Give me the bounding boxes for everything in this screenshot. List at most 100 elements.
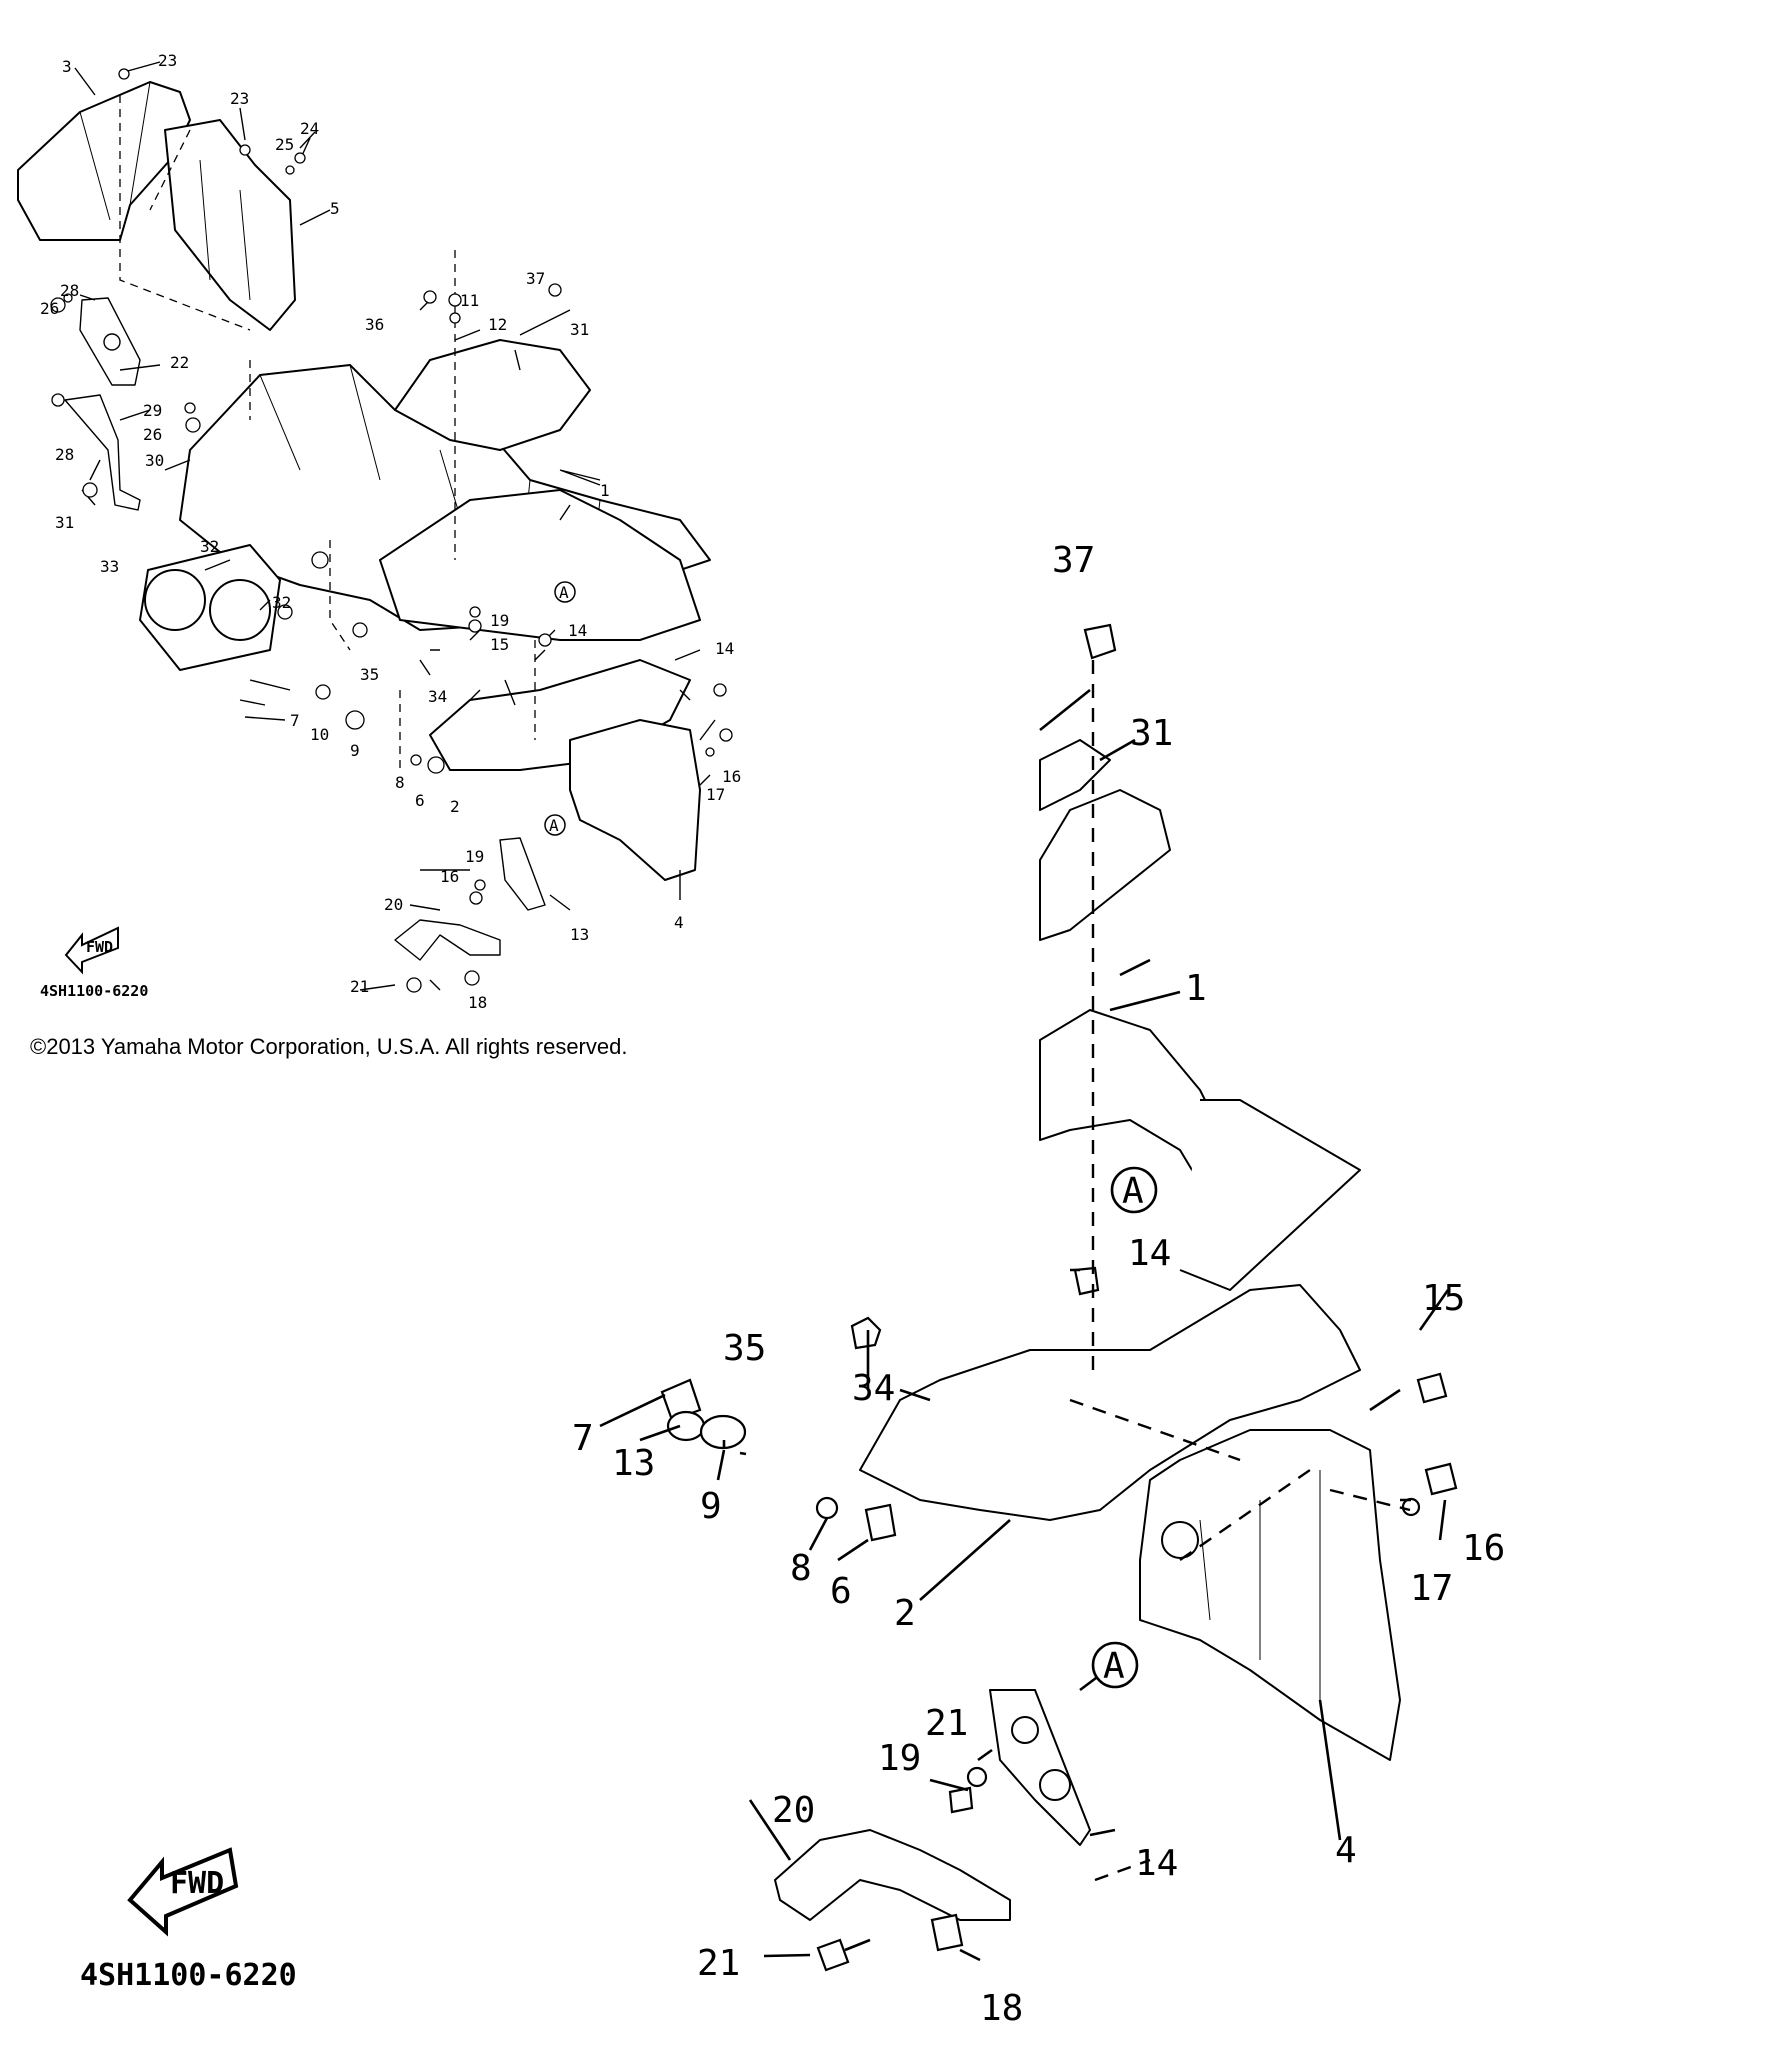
detail-part-20-bracket bbox=[774, 1829, 1011, 1921]
part-3-cover bbox=[17, 81, 191, 241]
callout-37: 37 bbox=[526, 269, 545, 288]
detail-callouts: 37 31 1 14 15 35 34 7 13 9 16 17 8 6 2 2… bbox=[572, 540, 1505, 2029]
callout-9: 9 bbox=[350, 741, 360, 760]
fender-top bbox=[394, 339, 591, 451]
fwd-label-large: FWD bbox=[170, 1866, 224, 1901]
callout-22: 22 bbox=[170, 353, 189, 372]
ref-a-detail-2: A bbox=[1091, 1641, 1139, 1689]
overview-diagram: FWD A bbox=[17, 51, 741, 1012]
detail-callout-13: 14 bbox=[1135, 1843, 1178, 1884]
ref-a-small-2: A bbox=[544, 814, 566, 836]
detail-callout-8: 8 bbox=[790, 1548, 812, 1589]
detail-callout-37: 37 bbox=[1052, 540, 1095, 581]
part-4-mudflap bbox=[569, 719, 701, 881]
detail-fender-top bbox=[1039, 789, 1171, 941]
callout-15: 16 bbox=[722, 767, 741, 786]
detail-callout-17: 19 bbox=[878, 1738, 921, 1779]
detail-callout-7: 7 bbox=[572, 1418, 594, 1459]
callout-27: 28 bbox=[55, 445, 74, 464]
copyright-notice: ©2013 Yamaha Motor Corporation, U.S.A. A… bbox=[30, 1034, 628, 1059]
callout-28: 28 bbox=[60, 281, 79, 300]
callout-35: 35 bbox=[360, 665, 379, 684]
overview-callouts: 3 23 23 24 25 5 37 11 12 36 31 28 26 22 … bbox=[40, 51, 741, 1012]
callout-14b: 14 bbox=[715, 639, 734, 658]
detail-callout-20: 20 bbox=[772, 1790, 815, 1831]
detail-callout-21: 21 bbox=[697, 1943, 740, 1984]
part-33-headlight-housing bbox=[139, 544, 281, 671]
detail-callout-9: 9 bbox=[700, 1486, 722, 1527]
callout-25: 25 bbox=[275, 135, 294, 154]
detail-callout-18: 18 bbox=[980, 1988, 1023, 2029]
part-20-bracket bbox=[394, 919, 501, 961]
callout-31: 31 bbox=[570, 320, 589, 339]
callout-11: 11 bbox=[460, 291, 479, 310]
callout-10: 10 bbox=[310, 725, 329, 744]
callout-24: 24 bbox=[300, 119, 319, 138]
fwd-label-small: FWD bbox=[86, 938, 113, 956]
callout-18: 18 bbox=[468, 993, 487, 1012]
detail-part-13-plate bbox=[989, 1689, 1091, 1846]
callout-34: 34 bbox=[428, 687, 447, 706]
svg-text:A: A bbox=[559, 583, 569, 602]
svg-text:A: A bbox=[1122, 1171, 1144, 1212]
callout-16: 17 bbox=[706, 785, 725, 804]
callout-19b: 19 bbox=[465, 847, 484, 866]
callout-2: 2 bbox=[450, 797, 460, 816]
callout-8: 8 bbox=[395, 773, 405, 792]
callout-17: 15 bbox=[490, 635, 509, 654]
callout-5: 5 bbox=[330, 199, 340, 218]
detail-fasteners bbox=[660, 623, 1458, 1972]
detail-callout-15: 16 bbox=[1462, 1528, 1505, 1569]
fwd-arrow-small: FWD bbox=[64, 926, 119, 975]
detail-diagram: A A FWD 37 31 1 14 15 35 34 7 13 9 16 17… bbox=[127, 540, 1505, 2029]
detail-part-4-mudflap bbox=[1139, 1429, 1401, 1761]
callout-14: 14 bbox=[568, 621, 587, 640]
callout-32b: 32 bbox=[272, 593, 291, 612]
callout-3: 3 bbox=[62, 57, 72, 76]
callout-26b: 26 bbox=[143, 425, 162, 444]
callout-4: 4 bbox=[674, 913, 684, 932]
callout-29: 30 bbox=[145, 451, 164, 470]
detail-callout-10: 13 bbox=[612, 1443, 655, 1484]
part-1-front-fender bbox=[379, 489, 701, 641]
detail-callout-6: 6 bbox=[830, 1571, 852, 1612]
part-5-panel bbox=[164, 119, 296, 331]
callout-32: 32 bbox=[200, 537, 219, 556]
svg-text:A: A bbox=[1103, 1646, 1125, 1687]
detail-callout-35: 35 bbox=[723, 1328, 766, 1369]
callout-28b: 29 bbox=[143, 401, 162, 420]
callout-1: 1 bbox=[600, 481, 610, 500]
callout-17b: 16 bbox=[440, 867, 459, 886]
detail-callout-1: 1 bbox=[1185, 968, 1207, 1009]
svg-text:A: A bbox=[549, 816, 559, 835]
callout-23b: 23 bbox=[230, 89, 249, 108]
part-29-stay bbox=[64, 394, 141, 511]
drawing-code-large: 4SH1100-6220 bbox=[80, 1958, 297, 1993]
part-13-plate bbox=[499, 837, 546, 911]
callout-19: 19 bbox=[490, 611, 509, 630]
callout-6: 6 bbox=[415, 791, 425, 810]
ref-a-small-1: A bbox=[554, 581, 576, 603]
callout-13: 13 bbox=[570, 925, 589, 944]
callout-23: 23 bbox=[158, 51, 177, 70]
detail-callout-14: 14 bbox=[1128, 1233, 1171, 1274]
detail-callout-16: 17 bbox=[1410, 1568, 1453, 1609]
detail-callout-31: 31 bbox=[1130, 713, 1173, 754]
detail-callout-34: 34 bbox=[852, 1368, 895, 1409]
callout-20: 20 bbox=[384, 895, 403, 914]
callout-21: 21 bbox=[350, 977, 369, 996]
drawing-code-small: 4SH1100-6220 bbox=[40, 982, 149, 1000]
callout-33: 33 bbox=[100, 557, 119, 576]
fwd-arrow-large: FWD bbox=[127, 1847, 239, 1937]
callout-7: 7 bbox=[290, 711, 300, 730]
ref-a-detail-1: A bbox=[1110, 1166, 1158, 1214]
callout-12: 12 bbox=[488, 315, 507, 334]
detail-callout-2: 2 bbox=[894, 1593, 916, 1634]
callout-30: 31 bbox=[55, 513, 74, 532]
detail-callout-4: 4 bbox=[1335, 1830, 1357, 1871]
detail-callout-19: 21 bbox=[925, 1703, 968, 1744]
callout-26: 26 bbox=[40, 299, 59, 318]
detail-part-2-lower-panel bbox=[859, 1284, 1361, 1521]
